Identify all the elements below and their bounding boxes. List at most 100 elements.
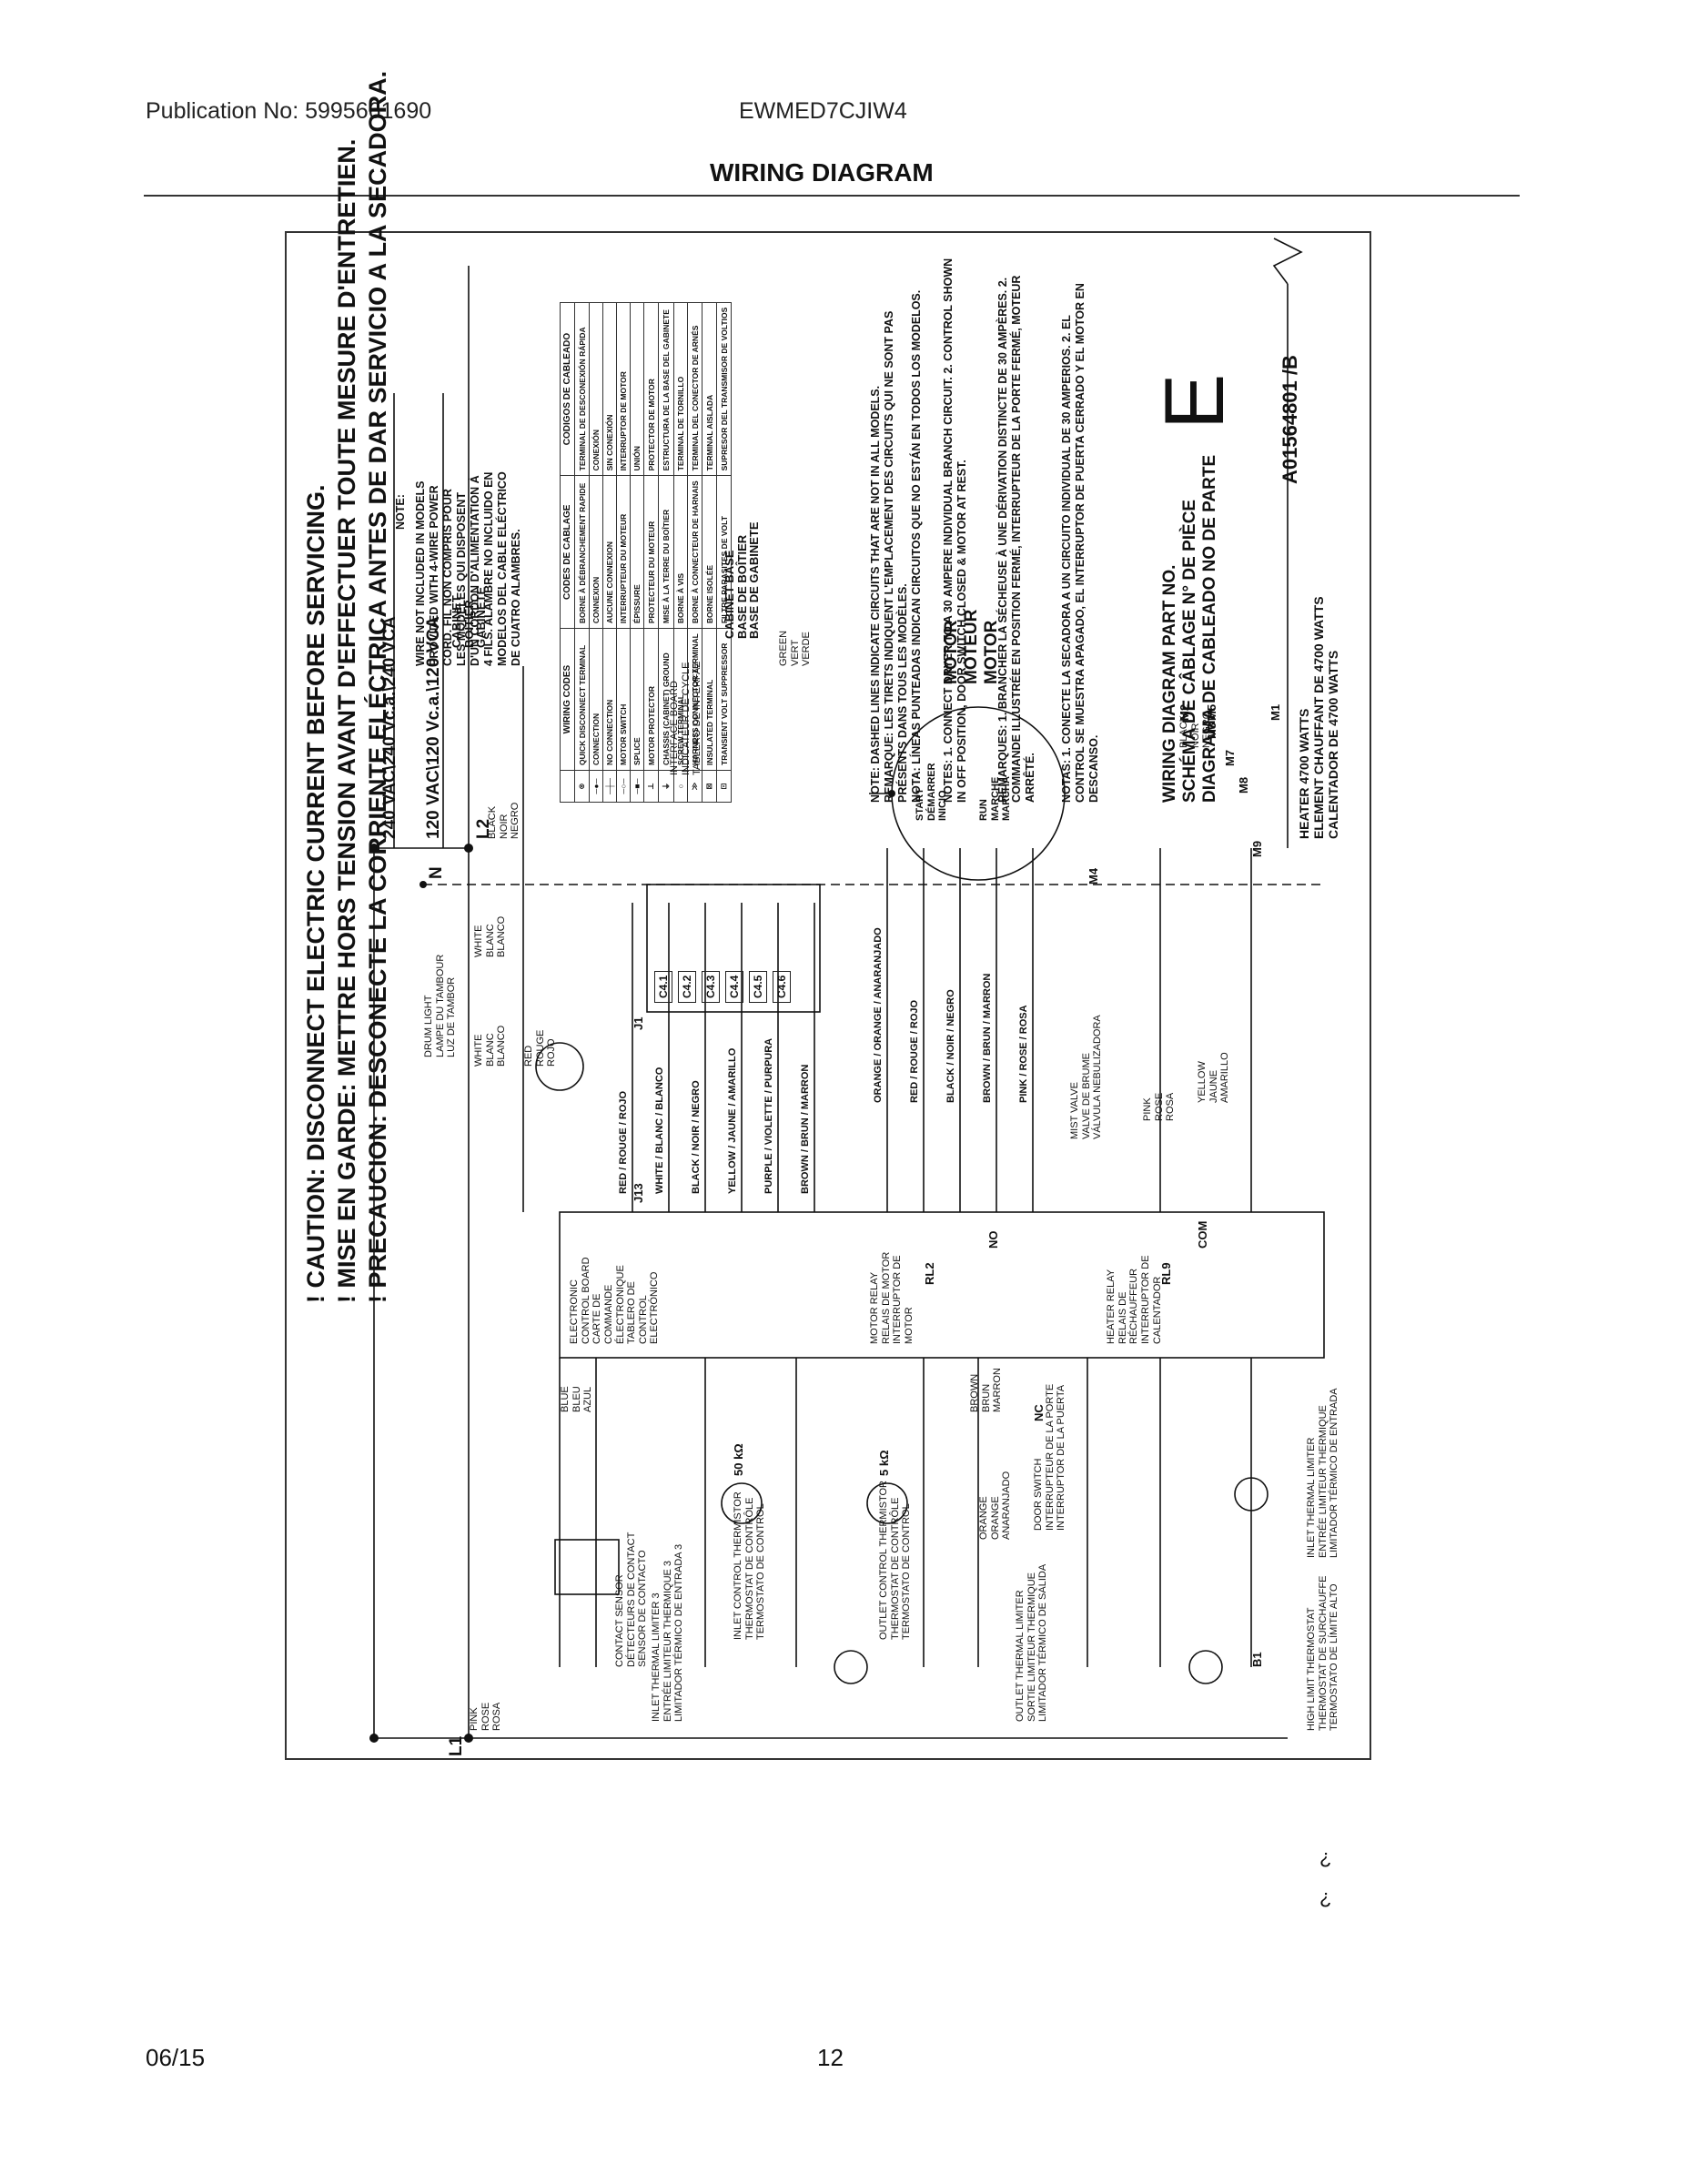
remarque-head: REMARQUE: bbox=[883, 732, 895, 803]
motor-relay-label: MOTOR RELAY RELAIS DE MOTOR INTERRUPTOR … bbox=[869, 1251, 915, 1344]
code-description: ÉPISSURE bbox=[630, 475, 644, 629]
instructions-remarques: REMARQUES: 1. BRANCHER LA SÉCHEUSE À UNE… bbox=[996, 275, 1036, 803]
wiring-schematic-lines bbox=[369, 238, 1325, 1743]
instructions-notes: NOTES: 1. CONNECT DRYER TO A 30 AMPERE I… bbox=[942, 258, 968, 803]
code-symbol: ─●─ bbox=[589, 770, 603, 803]
code-description: QUICK DISCONNECT TERMINAL bbox=[574, 628, 590, 771]
wire-green: GREEN VERT VERDE bbox=[778, 630, 813, 666]
code-description: MOTOR PROTECTOR bbox=[643, 628, 659, 771]
code-description: BORNE À DÉBRANCHEMENT RAPIDE bbox=[574, 475, 590, 629]
dashed-note-head: NOTE: bbox=[869, 767, 882, 803]
motor-start-label: START DÉMARRER INICIO bbox=[915, 763, 949, 821]
code-description: INTERRUPTEUR DU MOTEUR bbox=[616, 475, 631, 629]
wire-white-1: WHITE BLANC BLANCO bbox=[473, 1025, 508, 1067]
cabinet-label: CABINET BOÎTIER GABINETE bbox=[450, 586, 489, 648]
footer-page-number: 12 bbox=[817, 2044, 844, 2071]
wire-black-1: BLACK NOIR NEGRO bbox=[487, 802, 521, 839]
code-description: TERMINAL DE DESCONEXIÓN RÁPIDA bbox=[574, 302, 590, 476]
code-symbol: ─┼─ bbox=[602, 770, 617, 803]
caution-en: ! CAUTION: DISCONNECT ELECTRIC CURRENT B… bbox=[302, 484, 329, 1303]
code-description: AUCUNE CONNEXION bbox=[602, 475, 617, 629]
code-description: UNIÓN bbox=[630, 302, 644, 476]
code-description: BORNE À VIS bbox=[673, 475, 688, 629]
motor-lead-label: BLACK / NOIR / NEGRO bbox=[945, 989, 956, 1103]
codes-header-fr: CODES DE CABLAGE bbox=[560, 475, 575, 629]
code-description: ESTRUCTURA DE LA BASE DEL GABINETE bbox=[658, 302, 674, 476]
no-label: NO bbox=[986, 1230, 1000, 1249]
model-number: EWMED7CJIW4 bbox=[739, 98, 907, 124]
code-description: MISE À LA TERRE DU BOÎTIER bbox=[658, 475, 674, 629]
motor-run-label: RUN MARCHE MARCHA bbox=[978, 776, 1013, 821]
m7-label: M7 bbox=[1223, 749, 1237, 766]
code-description: MOTOR SWITCH bbox=[616, 628, 631, 771]
connector-pin: C4.6 bbox=[773, 970, 791, 1003]
connector-pin: C4.5 bbox=[749, 970, 767, 1003]
code-description: CONNECTION bbox=[589, 628, 603, 771]
wiring-diagram: ! CAUTION: DISCONNECT ELECTRIC CURRENT B… bbox=[287, 71, 1370, 1758]
wiring-diagram-frame bbox=[285, 231, 1371, 1760]
part-number-label: WIRING DIAGRAM PART NO. SCHÉMA DE CÂBLAG… bbox=[1160, 454, 1219, 803]
l1-label: L1 bbox=[447, 1735, 466, 1756]
mist-valve-label: MIST VALVE VALVE DE BRUME VÁLVULA NEBULI… bbox=[1069, 1015, 1104, 1139]
control-board-label: ELECTRONIC CONTROL BOARD CARTE DE COMMAN… bbox=[569, 1257, 661, 1344]
rl2-label: RL2 bbox=[923, 1262, 936, 1285]
footer-date: 06/15 bbox=[146, 2044, 206, 2071]
inlet-limiter-label: INLET THERMAL LIMITER ENTRÉE LIMITEUR TH… bbox=[1306, 1388, 1340, 1558]
wire-yellow: YELLOW JAUNE AMARILLO bbox=[1197, 1052, 1231, 1103]
wiring-codes-table: WIRING CODES CODES DE CABLAGE CODIGOS DE… bbox=[560, 302, 732, 803]
note-head: NOTE: bbox=[394, 494, 407, 530]
m8-label: M8 bbox=[1237, 776, 1250, 794]
connector-pin: C4.3 bbox=[702, 970, 720, 1003]
motor-lead-label: BROWN / BRUN / MARRON bbox=[982, 973, 993, 1103]
codes-header-es: CODIGOS DE CABLEADO bbox=[560, 302, 575, 476]
j13-label: J13 bbox=[632, 1183, 645, 1203]
code-description: SUPRESOR DEL TRANSMISOR DE VOLTIOS bbox=[716, 302, 732, 476]
code-description: TRANSIENT VOLT SUPPRESSOR bbox=[716, 628, 732, 771]
ohm-5k: 5 kΩ bbox=[877, 1450, 891, 1477]
wire-red: RED ROUGE ROJO bbox=[523, 1029, 558, 1067]
wire-white-2: WHITE BLANC BLANCO bbox=[473, 915, 508, 957]
heater-relay-label: HEATER RELAY RELAIS DE RÉCHAUFFEUR INTER… bbox=[1106, 1255, 1163, 1344]
ohm-50k: 50 kΩ bbox=[732, 1443, 745, 1476]
footer-mark-2: ¿ bbox=[1319, 1886, 1332, 1908]
connector-pin: C4.4 bbox=[725, 970, 743, 1003]
ribbon-wire-label: YELLOW / JAUNE / AMARILLO bbox=[727, 1047, 738, 1194]
ribbon-wire-label: WHITE / BLANC / BLANCO bbox=[654, 1067, 665, 1194]
ribbon-wire-label: PURPLE / VIOLETTE / PURPURA bbox=[763, 1037, 774, 1194]
connector-pin: C4.1 bbox=[654, 970, 672, 1003]
code-description: TERMINAL AISLADA bbox=[702, 302, 717, 476]
code-description: INTERRUPTOR DE MOTOR bbox=[616, 302, 631, 476]
motor-lead-label: PINK / ROSE / ROSA bbox=[1018, 1005, 1029, 1103]
part-number-value: A01564801 /B bbox=[1279, 355, 1301, 484]
ribbon-wire-label: RED / ROUGE / ROJO bbox=[618, 1090, 629, 1194]
com-label: COM bbox=[1196, 1220, 1209, 1249]
interface-board-label: INTERFACE BOARD INDICATEUR DE CYCLE TABL… bbox=[669, 661, 703, 775]
j1-label: J1 bbox=[632, 1016, 645, 1030]
code-description: BORNE ISOLÉE bbox=[702, 475, 717, 629]
remarque-text: LES TIRETS INDIQUENT L'EMPLACEMENT DES C… bbox=[883, 310, 909, 803]
code-description: PROTECTEUR DU MOTEUR bbox=[643, 475, 659, 629]
code-description: SPLICE bbox=[630, 628, 644, 771]
footer-mark-1: ¿ bbox=[1319, 1845, 1332, 1868]
motor-lead-label: ORANGE / ORANGE / ANARANJADO bbox=[873, 927, 884, 1103]
wire-pink-1: PINK ROSE ROSA bbox=[469, 1702, 503, 1731]
outlet-limiter-label: OUTLET THERMAL LIMITER SORTIE LIMITEUR T… bbox=[1015, 1563, 1049, 1722]
m1-label: M1 bbox=[1269, 703, 1282, 721]
wire-pink-2: PINK ROSE ROSA bbox=[1142, 1092, 1177, 1121]
code-description: BORNE À CONNECTEUR DE HARNAIS bbox=[687, 475, 702, 629]
ribbon-wire-label: BLACK / NOIR / NEGRO bbox=[691, 1080, 702, 1194]
code-description: INSULATED TERMINAL bbox=[702, 628, 717, 771]
ribbon-wire-label: BROWN / BRUN / MARRON bbox=[800, 1064, 811, 1194]
code-symbol: ⊥ bbox=[643, 770, 659, 803]
code-symbol: ⊗ bbox=[574, 770, 590, 803]
b1-label: B1 bbox=[1250, 1652, 1264, 1667]
wire-black-2: BLACK NOIR NEGRO bbox=[1178, 711, 1213, 748]
voltage-240: 240 VAC\240 Vc.a.\240 VCA bbox=[380, 616, 399, 839]
